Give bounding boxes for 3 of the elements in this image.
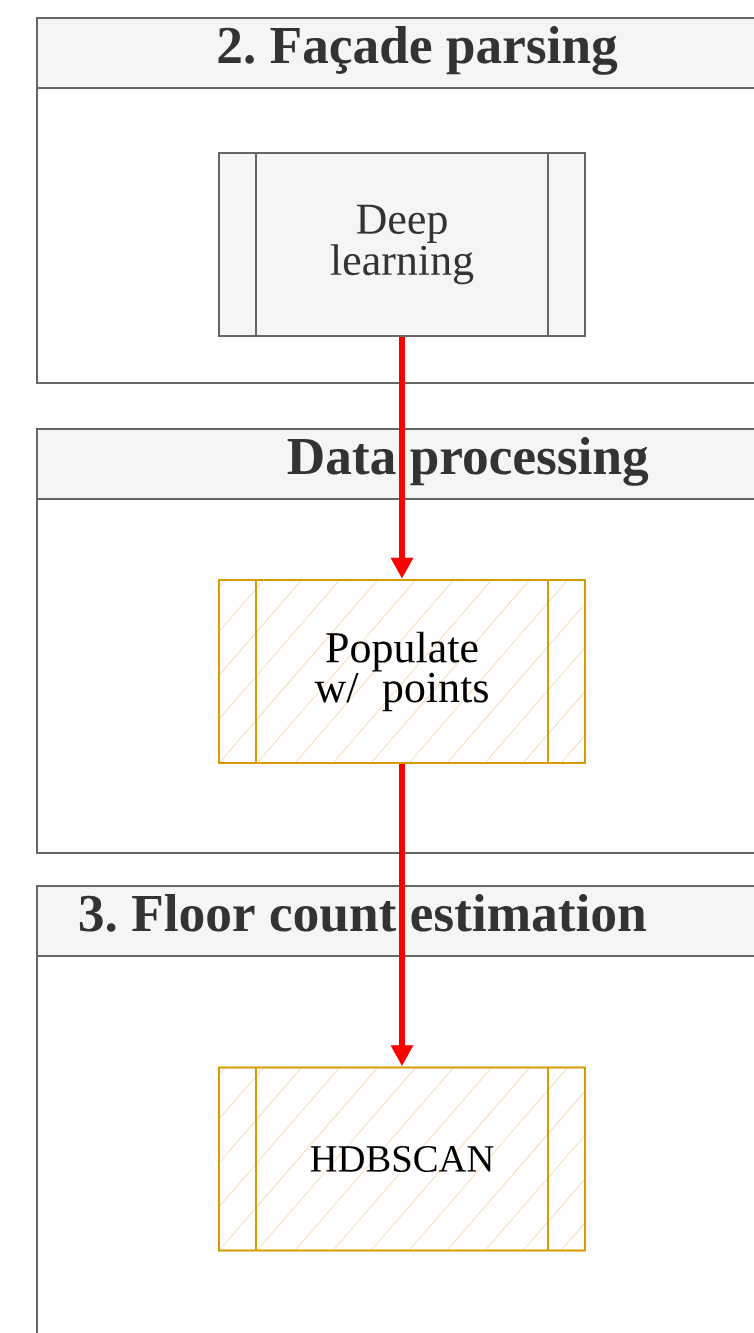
- process-box: HDBSCAN: [218, 1066, 586, 1252]
- process-box: Populate w/ points: [218, 579, 586, 764]
- process-box: Deep learning: [218, 152, 586, 337]
